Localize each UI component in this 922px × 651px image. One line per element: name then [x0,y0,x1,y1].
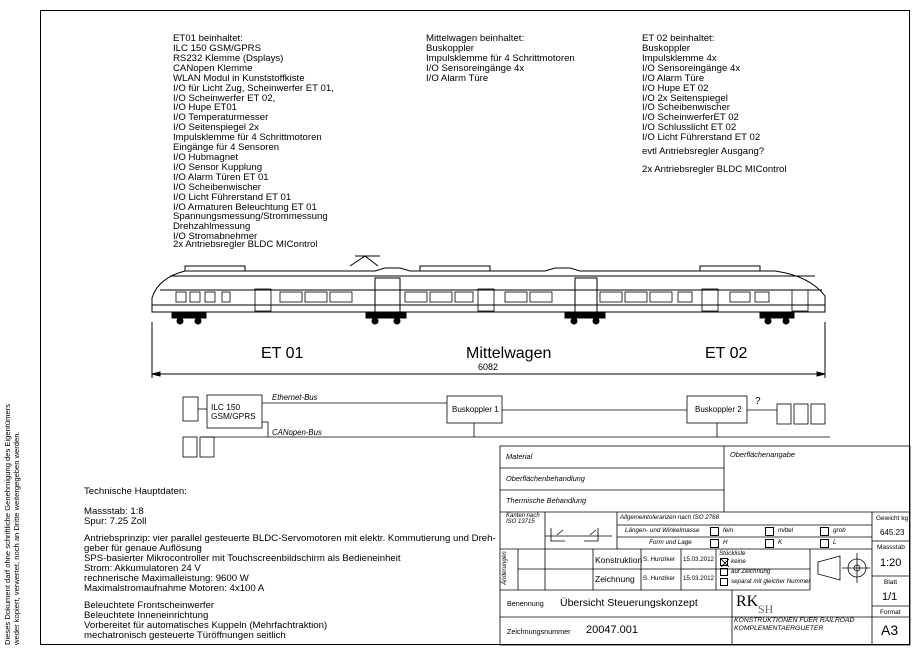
material-label: Material [506,452,533,461]
sheet-label: Blatt [884,579,898,586]
et01-header: ET01 beinhaltet: [173,33,243,44]
format-value: A3 [881,622,899,638]
tolerance-mittel-label: mittel [778,527,794,534]
et01-components: ILC 150 GSM/GPRS RS232 Klemme (Dsplays) … [173,43,334,243]
surface-spec-label: Oberflächenangabe [730,450,795,459]
tolerance-h-checkbox [710,539,719,548]
tech-scale: Massstab: 1:8 Spur: 7.25 Zoll [84,506,147,527]
edges-iso-label: Kanten nach ISO 13715 [506,513,540,525]
et02-header: ET 02 beinhaltet: [642,33,715,44]
weight-value: 645.23 [880,528,905,537]
tolerance-k-checkbox [765,539,774,548]
tolerance-fein-checkbox [710,527,719,536]
unknown-module-marker: ? [755,396,761,407]
design-label: Konstruktion [595,555,643,565]
parts-list-label: Stückliste [719,550,746,557]
sheet-value: 1/1 [882,591,898,603]
format-label: Format [880,609,901,616]
parts-list-separate-label: separat mit gleicher Nummer [731,578,811,585]
tolerance-l-label: L [833,539,837,546]
scale-value: 1:20 [880,557,902,569]
drawing-frame [40,10,910,645]
label-et01: ET 01 [261,345,304,362]
tech-drive: Antriebsprinzip: vier parallel gesteuert… [84,533,496,594]
controller-ilc150: ILC 150 GSM/GPRS [211,402,256,421]
tolerance-grob-checkbox [820,527,829,536]
drawing-number-value: 20047.001 [586,624,638,636]
tech-title: Technische Hauptdaten: [84,486,187,497]
scale-label: Massstab [877,544,905,551]
tolerance-mittel-checkbox [765,527,774,536]
tech-features: Beleuchtete Frontscheinwerfer Beleuchtet… [84,600,328,641]
designation-label: Benennung [507,599,544,608]
parts-list-drawing-checkbox [720,568,728,576]
drawing-number-label: Zeichnungsnummer [507,627,571,636]
thermal-treatment-label: Thermische Behandlung [506,496,587,505]
ethernet-bus-label: Ethernet-Bus [272,393,318,402]
changes-label: Änderungen [501,551,508,585]
company-name: KONSTRUKTIONEN FUER RAILROAD KOMPLEMENTA… [734,617,855,632]
buskoppler-1: Buskoppler 1 [452,405,499,414]
mittelwagen-components: Buskoppler Impulsklemme für 4 Schrittmot… [426,43,575,84]
tolerance-h-label: H [723,539,728,546]
parts-list-drawing-label: auf Zeichnung [731,568,771,575]
designer-name: S. Hunziker [643,556,675,563]
et02-question: evtl Antriebsregler Ausgang? [642,146,765,157]
parts-list-keine-checkbox [720,558,729,567]
form-position-label: Form und Lage [649,539,692,546]
overall-length: 6082 [478,362,499,372]
surface-treatment-label: Oberflächenbehandlung [506,474,585,483]
label-mittelwagen: Mittelwagen [466,345,552,362]
buskoppler-2: Buskoppler 2 [695,405,742,414]
weight-label: Gewicht kg [876,515,909,522]
parts-list-separate-checkbox [720,578,728,586]
designation-value: Übersicht Steuerungskonzept [560,597,698,609]
drafter-name: S. Hunziker [643,575,675,582]
et01-drive-controllers: 2x Antriebsregler BLDC MIControl [173,239,318,250]
tolerance-grob-label: grob [833,527,846,534]
tolerance-fein-label: fein [723,527,734,534]
et02-components: Buskoppler Impulsklemme 4x I/O Sensorein… [642,43,761,144]
drawn-date: 15.03.2012 [683,575,714,582]
logo-sh: SH [758,602,774,616]
drawn-label: Zeichnung [595,574,635,584]
design-date: 15.03.2012 [683,556,714,563]
logo-rk: RK [736,593,759,610]
tolerances-label: Allgemeintoleranzen nach ISO 2768 [620,514,720,521]
tolerance-l-checkbox [820,539,829,548]
label-et02: ET 02 [705,345,748,362]
et02-drive-controllers: 2x Antriebsregler BLDC MIControl [642,164,787,175]
checkmark-icon [721,559,729,567]
tolerance-k-label: K [778,539,783,546]
mittelwagen-header: Mittelwagen beinhaltet: [426,33,525,44]
parts-list-keine-label: keine [731,558,746,565]
length-angle-label: Längen- und Winkelmasse [625,527,700,534]
canopen-bus-label: CANopen-Bus [272,428,322,437]
